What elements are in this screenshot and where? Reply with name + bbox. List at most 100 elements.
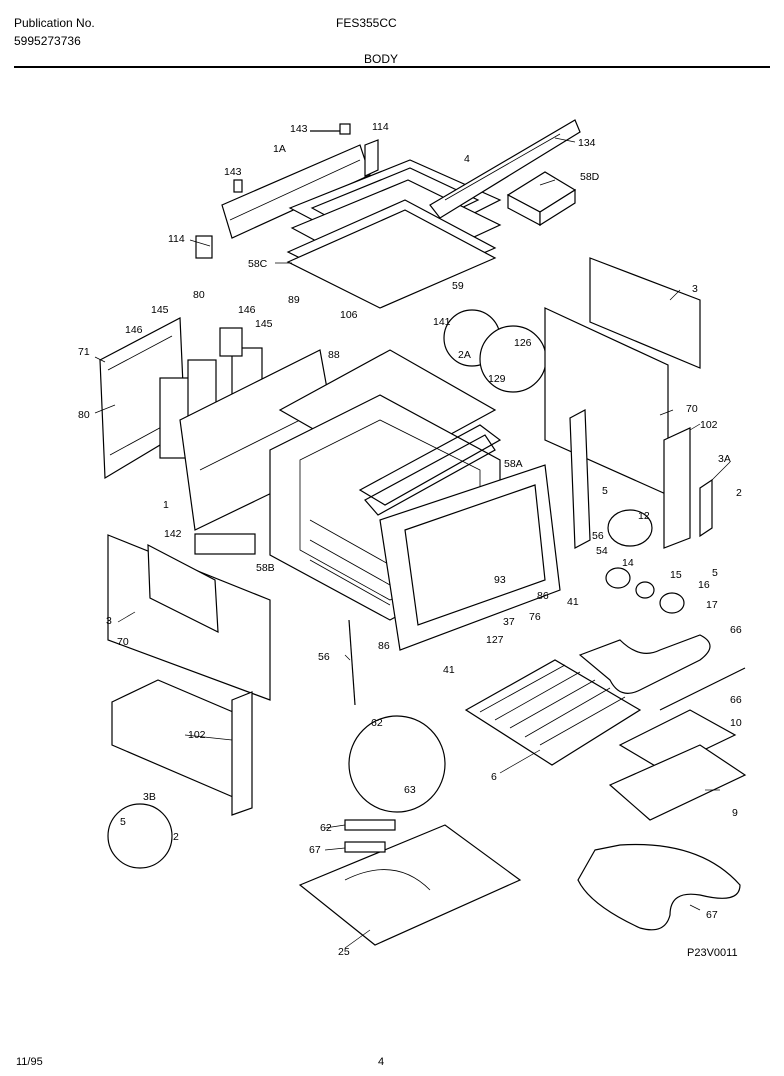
callout-label: 1	[163, 499, 169, 511]
callout-label: 76	[529, 611, 541, 623]
left-lower-panel	[107, 534, 271, 701]
callout-label: 58C	[248, 258, 268, 270]
callout-label: 93	[494, 574, 506, 586]
switch-block-58d	[506, 171, 577, 227]
callout-label: 129	[488, 373, 506, 385]
callout-label: 14	[622, 557, 634, 569]
callout-label: 4	[464, 153, 470, 165]
control-panel-strip	[429, 119, 581, 219]
callout-label: 70	[117, 636, 129, 648]
callout-label: 6	[491, 771, 497, 783]
callout-label: 54	[596, 545, 608, 557]
clip-143	[339, 123, 351, 135]
callout-label: 114	[372, 121, 389, 133]
clip-143-b	[233, 179, 243, 193]
detail-circle-3b	[107, 803, 173, 869]
callout-label: 102	[700, 419, 718, 431]
callout-label: 143	[290, 123, 308, 135]
model-number: FES355CC	[336, 16, 397, 30]
callout-label: 5	[712, 567, 718, 579]
callout-label: 66	[730, 694, 742, 706]
callout-label: 80	[193, 289, 205, 301]
bottom-panel	[298, 824, 522, 946]
callout-label: 2	[736, 487, 742, 499]
callout-label: 58A	[504, 458, 523, 470]
callout-label: 37	[503, 616, 515, 628]
leader-lines	[94, 137, 731, 949]
callout-label: 41	[443, 664, 455, 676]
convection-fan-parts	[443, 309, 685, 614]
bracket-142	[194, 533, 256, 555]
right-side-panel	[544, 257, 713, 549]
callout-label: 67	[706, 909, 718, 921]
callout-label: 63	[404, 784, 416, 796]
publication-number: 5995273736	[14, 34, 81, 48]
oven-rack	[464, 659, 642, 766]
callout-label: 2	[173, 831, 179, 843]
callout-label: 56	[318, 651, 330, 663]
callout-label: 88	[328, 349, 340, 361]
callout-label: 71	[78, 346, 90, 358]
callout-label: 10	[730, 717, 742, 729]
callout-label: 41	[567, 596, 579, 608]
kickplate-102	[111, 679, 253, 816]
callout-label: 114	[168, 233, 185, 245]
callout-label: 143	[224, 166, 242, 178]
callout-label: 145	[255, 318, 273, 330]
callout-label: 17	[706, 599, 718, 611]
callout-label: 3B	[143, 791, 156, 803]
bracket-67	[344, 841, 386, 853]
broil-pan	[608, 709, 747, 821]
gasket-58a	[358, 424, 502, 516]
callout-label: 9	[732, 807, 738, 819]
back-panel-assembly	[195, 139, 379, 259]
callout-label: 12	[638, 510, 650, 522]
callout-label: 59	[452, 280, 464, 292]
callout-label: 145	[151, 304, 169, 316]
drawing-code: P23V0011	[687, 947, 738, 959]
callout-label: 66	[730, 624, 742, 636]
callout-label: 5	[120, 816, 126, 828]
callout-label: 3A	[718, 453, 731, 465]
publication-label: Publication No.	[14, 16, 95, 30]
callout-label: 126	[514, 337, 532, 349]
section-title: BODY	[364, 52, 399, 66]
callout-label: 102	[188, 729, 206, 741]
callout-label: 89	[288, 294, 300, 306]
callout-labels: 143 114 134 143 1A 4 58D 114 58C 80 146 …	[78, 121, 742, 958]
callout-label: 141	[433, 316, 451, 328]
callout-label: 67	[309, 844, 321, 856]
revision-date: 11/95	[16, 1056, 43, 1068]
callout-label: 2A	[458, 349, 471, 361]
callout-label: 127	[486, 634, 504, 646]
oven-door-frame	[379, 464, 561, 651]
callout-label: 15	[670, 569, 682, 581]
callout-label: 58D	[580, 171, 600, 183]
page-number: 4	[378, 1056, 385, 1068]
callout-label: 56	[592, 530, 604, 542]
callout-label: 142	[164, 528, 182, 540]
bracket-62	[344, 819, 396, 831]
callout-label: 80	[78, 409, 90, 421]
callout-label: 134	[578, 137, 596, 149]
detail-circle-62	[348, 715, 446, 813]
callout-label: 62	[371, 717, 383, 729]
callout-label: 146	[125, 324, 143, 336]
callout-label: 146	[238, 304, 256, 316]
bake-element	[577, 843, 741, 931]
callout-label: 25	[338, 946, 350, 958]
callout-label: 3	[106, 615, 112, 627]
callout-label: 1A	[273, 143, 286, 155]
callout-label: 86	[378, 640, 390, 652]
callout-label: 70	[686, 403, 698, 415]
callout-label: 3	[692, 283, 698, 295]
broil-element	[578, 634, 746, 711]
callout-label: 86	[537, 590, 549, 602]
callout-label: 16	[698, 579, 710, 591]
callout-label: 62	[320, 822, 332, 834]
callout-label: 5	[602, 485, 608, 497]
callout-label: 58B	[256, 562, 275, 574]
header-rule	[14, 66, 770, 68]
rod-56	[348, 619, 356, 706]
